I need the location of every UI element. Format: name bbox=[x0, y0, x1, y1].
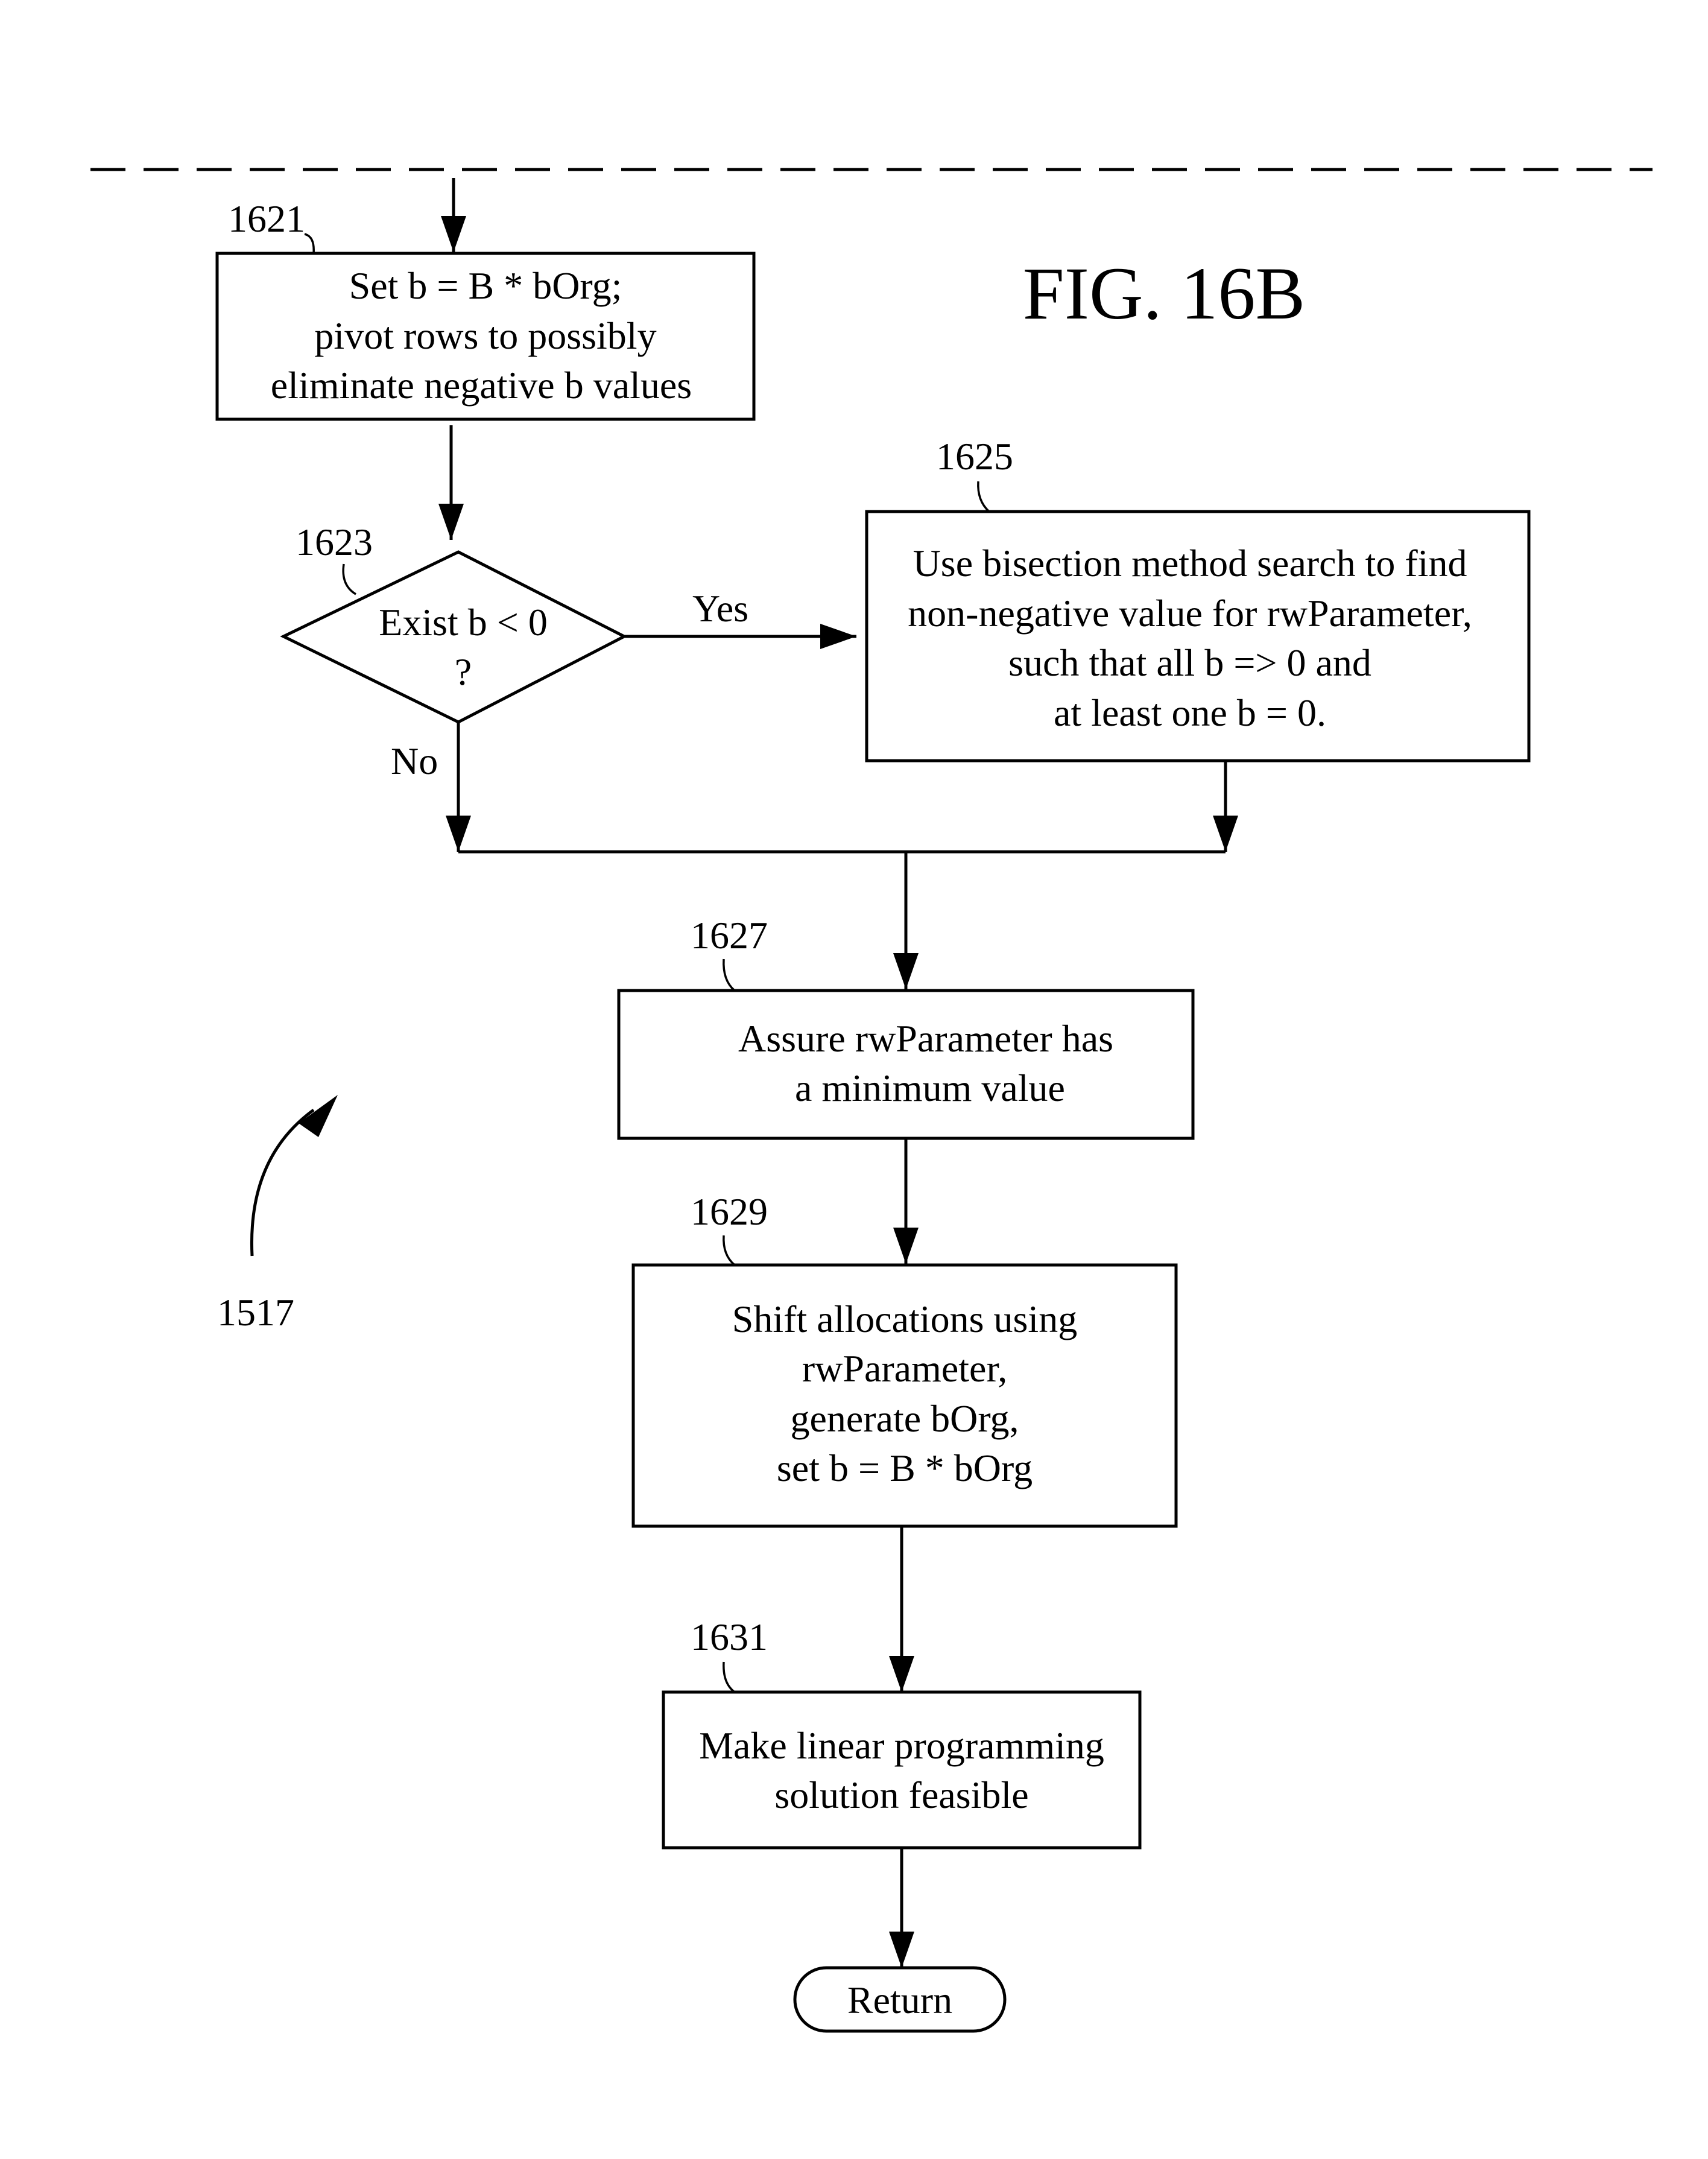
decision-1623-line-2: ? bbox=[455, 650, 472, 693]
box-1621-line-1: Set b = B * bOrg; bbox=[349, 264, 622, 307]
box-1621-line-2: pivot rows to possibly bbox=[314, 314, 656, 357]
ref-1631: 1631 bbox=[691, 1615, 768, 1658]
leader-1629 bbox=[724, 1235, 735, 1265]
box-1627-line-1: Assure rwParameter has bbox=[738, 1017, 1113, 1060]
arrow-1517-curve bbox=[251, 1110, 314, 1256]
figure-title: FIG. 16B bbox=[1023, 252, 1306, 335]
process-box-1627 bbox=[619, 991, 1193, 1138]
leader-1631 bbox=[724, 1662, 735, 1692]
arrowhead-1629-to-1631 bbox=[889, 1656, 914, 1692]
arrowhead-1621-to-1623 bbox=[438, 504, 464, 540]
box-1629-line-4: set b = B * bOrg bbox=[777, 1447, 1033, 1489]
box-1629-line-2: rwParameter, bbox=[802, 1347, 1007, 1390]
box-1631-line-1: Make linear programming bbox=[699, 1724, 1104, 1767]
box-1621-line-3: eliminate negative b values bbox=[271, 364, 692, 407]
edge-label-yes: Yes bbox=[692, 587, 748, 630]
leader-1623 bbox=[343, 564, 356, 594]
ref-1623: 1623 bbox=[296, 521, 373, 563]
arrowhead-1631-to-return bbox=[889, 1932, 914, 1968]
ref-1517: 1517 bbox=[217, 1291, 294, 1334]
arrowhead-no-down bbox=[446, 816, 471, 852]
arrowhead-1625-down bbox=[1213, 816, 1238, 852]
edge-label-no: No bbox=[391, 740, 438, 782]
box-1625-line-3: such that all b => 0 and bbox=[1008, 641, 1371, 684]
box-1631-line-2: solution feasible bbox=[774, 1774, 1028, 1816]
leader-1625 bbox=[978, 481, 989, 512]
process-box-1631 bbox=[663, 1692, 1140, 1848]
leader-1621 bbox=[305, 234, 314, 253]
leader-1627 bbox=[724, 959, 735, 991]
arrowhead-yes-to-1625 bbox=[820, 624, 856, 649]
return-label: Return bbox=[847, 1979, 952, 2021]
box-1627-line-2: a minimum value bbox=[795, 1067, 1065, 1109]
arrowhead-entry bbox=[441, 216, 466, 252]
arrowhead-merge-to-1627 bbox=[893, 953, 919, 989]
ref-1629: 1629 bbox=[691, 1190, 768, 1233]
box-1625-line-1: Use bisection method search to find bbox=[913, 542, 1467, 585]
decision-1623-line-1: Exist b < 0 bbox=[379, 601, 548, 644]
ref-1621: 1621 bbox=[228, 197, 305, 240]
box-1625-line-2: non-negative value for rwParameter, bbox=[908, 592, 1472, 635]
ref-1625: 1625 bbox=[936, 435, 1013, 478]
ref-1627: 1627 bbox=[691, 914, 768, 957]
box-1629-line-3: generate bOrg, bbox=[790, 1397, 1019, 1440]
arrowhead-1627-to-1629 bbox=[893, 1228, 919, 1264]
box-1629-line-1: Shift allocations using bbox=[732, 1298, 1077, 1340]
box-1625-line-4: at least one b = 0. bbox=[1054, 691, 1326, 734]
